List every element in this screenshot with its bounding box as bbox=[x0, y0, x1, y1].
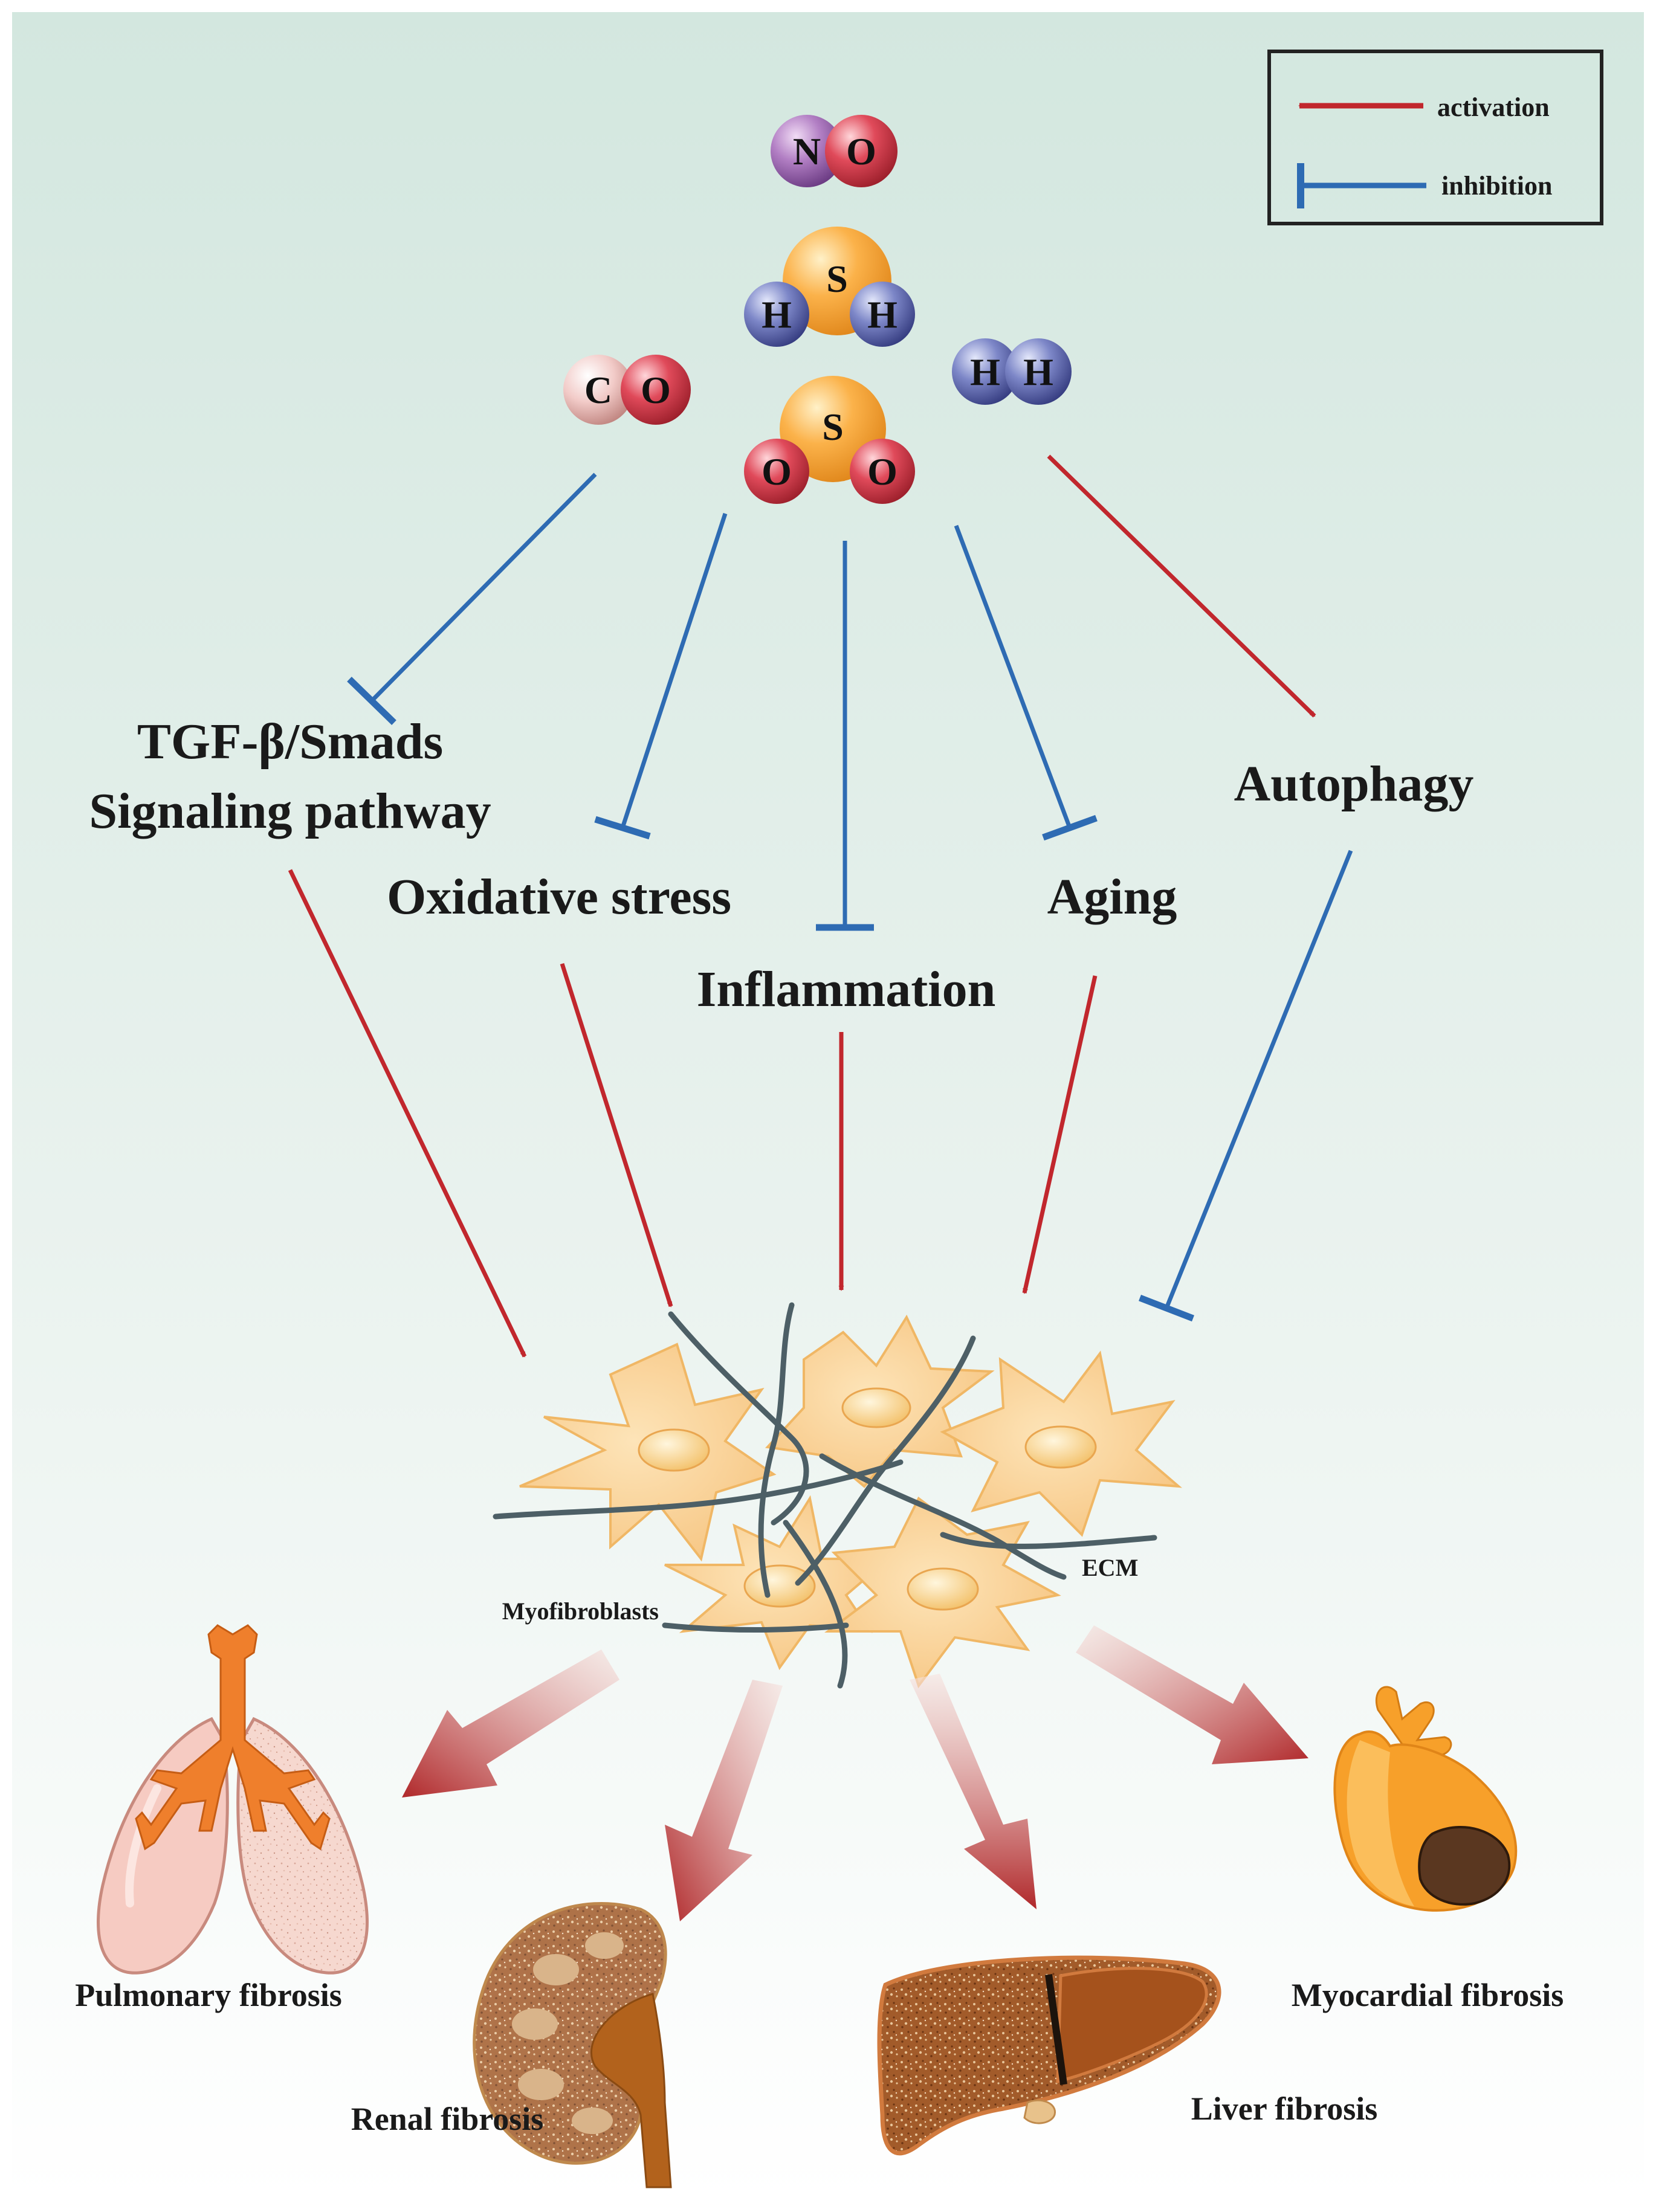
gas-inhibition-links bbox=[347, 472, 1098, 931]
liver-right-lobe bbox=[1056, 1967, 1208, 2084]
atom-h-left-label: H bbox=[762, 293, 792, 336]
atom-h-2 bbox=[1005, 338, 1072, 405]
inhibit-oxidative-bar bbox=[594, 816, 651, 840]
kidney-outline bbox=[473, 1901, 667, 2165]
inhibit-tgf-line bbox=[370, 472, 597, 703]
left-lung-highlight bbox=[125, 1784, 161, 1907]
activate-autophagy-arrow bbox=[1047, 454, 1316, 718]
tgf-label-line2: Signaling pathway bbox=[89, 783, 491, 839]
molecule-co: C O bbox=[563, 355, 691, 425]
liver-illustration: Liver fibrosis bbox=[877, 1955, 1378, 2156]
inhibit-tgf-bar bbox=[347, 677, 396, 725]
atom-s-label: S bbox=[826, 257, 848, 300]
molecule-h2: H H bbox=[952, 338, 1072, 405]
aging-activation-arrow bbox=[1022, 975, 1098, 1294]
gallbladder bbox=[1023, 2099, 1056, 2124]
myofibroblast-cluster: ECM Myofibroblasts bbox=[493, 1302, 1182, 1689]
myofibroblasts-label: Myofibroblasts bbox=[502, 1598, 659, 1625]
myocardial-fibrosis-label: Myocardial fibrosis bbox=[1292, 1977, 1564, 2013]
heart-lighter-region bbox=[1347, 1740, 1414, 1906]
aging-label: Aging bbox=[1047, 869, 1177, 925]
legend-inhibition-label: inhibition bbox=[1441, 171, 1552, 201]
autophagy-inhibition-bar bbox=[1139, 1294, 1194, 1322]
atom-h-right bbox=[850, 282, 915, 347]
ecm-fibers bbox=[493, 1302, 1157, 1689]
atom-h-1-label: H bbox=[970, 350, 1000, 393]
atom-c-label: C bbox=[584, 369, 612, 411]
oxidative-stress-label: Oxidative stress bbox=[387, 869, 731, 925]
legend-activation-label: activation bbox=[1437, 92, 1550, 122]
atom-o bbox=[825, 115, 898, 187]
molecule-no: N O bbox=[771, 115, 898, 187]
atom-o bbox=[621, 355, 691, 425]
autophagy-inhibition-line bbox=[1164, 850, 1353, 1309]
liver-fissure bbox=[1045, 1974, 1067, 2085]
atom-n bbox=[771, 115, 843, 187]
atom-h-left bbox=[744, 282, 809, 347]
arrow-to-myocardial bbox=[1076, 1625, 1308, 1764]
atom-s-label: S bbox=[822, 405, 844, 448]
myofibroblast-cell bbox=[940, 1350, 1182, 1537]
kidney-illustration: Renal fibrosis bbox=[351, 1901, 672, 2188]
liver-fibrosis-label: Liver fibrosis bbox=[1191, 2091, 1378, 2127]
ecm-label: ECM bbox=[1082, 1554, 1138, 1581]
legend-box bbox=[1267, 50, 1603, 225]
molecule-h2s: H S H bbox=[744, 227, 915, 347]
organ-arrows bbox=[402, 1625, 1308, 1921]
atom-o-right bbox=[850, 439, 915, 504]
myofibroblast-cell bbox=[765, 1314, 995, 1488]
pulmonary-fibrosis-label: Pulmonary fibrosis bbox=[75, 1977, 342, 2013]
lungs-illustration: Pulmonary fibrosis bbox=[75, 1624, 369, 2013]
atom-h-1 bbox=[952, 338, 1018, 405]
heart-fibrotic-region bbox=[1418, 1825, 1511, 1906]
tgf-label-line1: TGF-β/Smads bbox=[137, 714, 443, 770]
atom-o-left bbox=[744, 439, 809, 504]
kidney-pyramids bbox=[512, 1932, 624, 2134]
atom-o-label: O bbox=[641, 369, 671, 411]
atom-c bbox=[563, 355, 633, 425]
inhibit-aging-bar bbox=[1042, 814, 1098, 841]
arrow-to-renal bbox=[665, 1680, 783, 1921]
kidney-pelvis bbox=[590, 1993, 672, 2188]
tgf-activation-arrow bbox=[288, 869, 527, 1358]
atom-h-2-label: H bbox=[1023, 350, 1053, 393]
heart-illustration: Myocardial fibrosis bbox=[1292, 1686, 1564, 2013]
atom-n-label: N bbox=[793, 130, 821, 173]
oxidative-activation-arrow bbox=[560, 963, 673, 1308]
inhibit-oxidative-line bbox=[620, 512, 728, 829]
atom-h-right-label: H bbox=[867, 293, 898, 336]
renal-fibrosis-label: Renal fibrosis bbox=[351, 2101, 544, 2137]
trachea bbox=[135, 1624, 331, 1851]
pathway-to-cells-links bbox=[288, 850, 1353, 1358]
heart-vessels bbox=[1375, 1686, 1452, 1762]
atom-o-label: O bbox=[846, 130, 876, 173]
arrow-to-pulmonary bbox=[402, 1649, 619, 1798]
atom-o-right-label: O bbox=[867, 450, 898, 493]
atom-o-left-label: O bbox=[762, 450, 792, 493]
pathway-labels: TGF-β/Smads Signaling pathway Oxidative … bbox=[89, 714, 1473, 1017]
inhibit-aging-line bbox=[954, 524, 1072, 829]
autophagy-label: Autophagy bbox=[1234, 756, 1474, 812]
legend: activation inhibition bbox=[1267, 50, 1603, 225]
inflammation-label: Inflammation bbox=[697, 961, 996, 1017]
arrow-to-liver bbox=[910, 1674, 1037, 1909]
molecule-so2: O S O bbox=[744, 376, 915, 504]
